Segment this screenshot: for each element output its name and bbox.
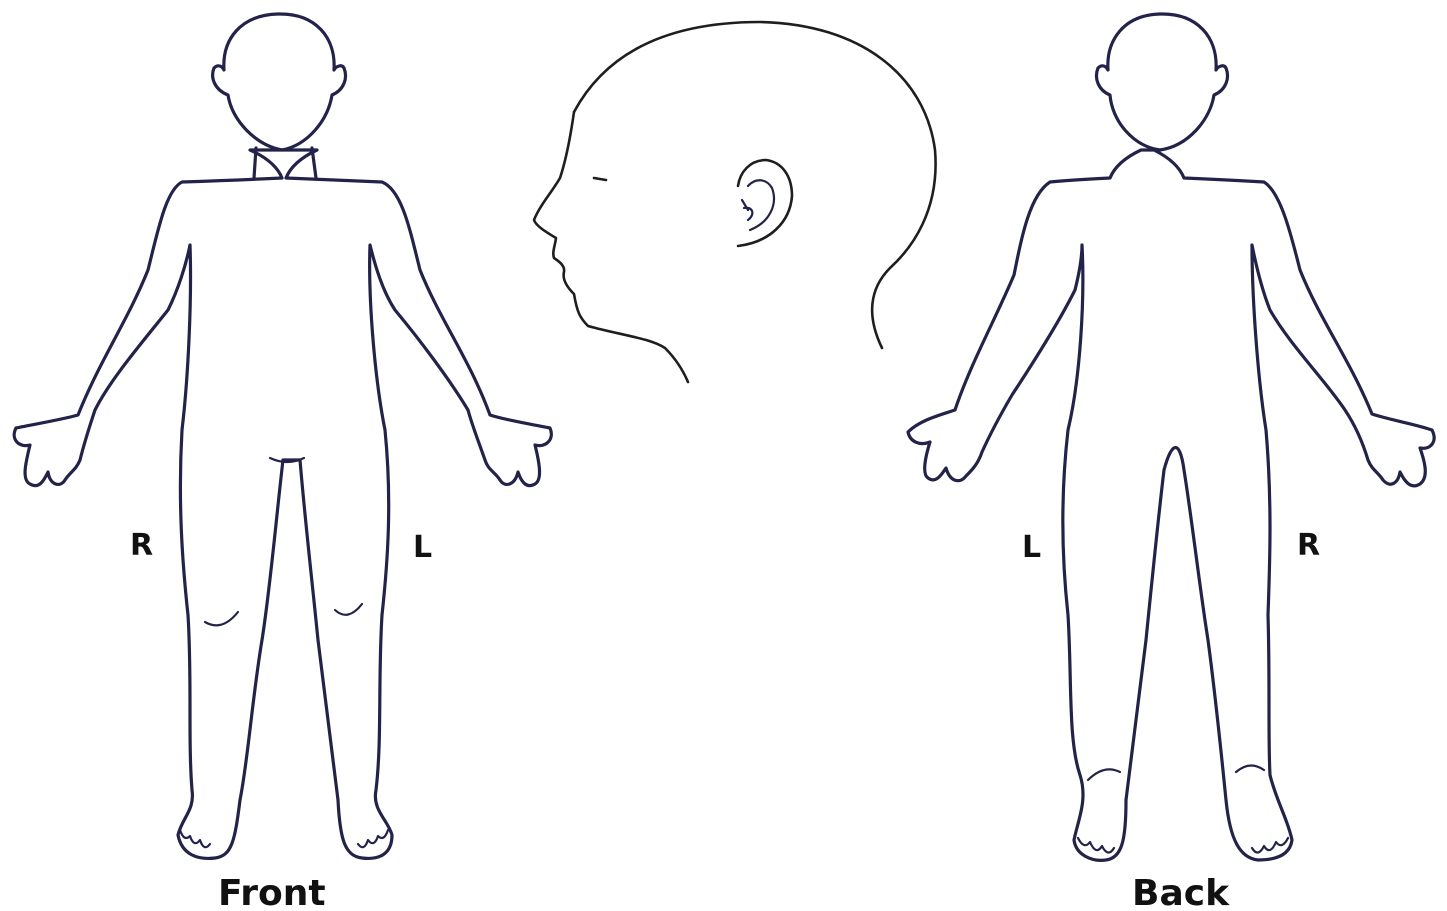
front-right-side-label: R xyxy=(130,528,153,563)
front-right-toes xyxy=(180,830,210,847)
head-profile-outline xyxy=(574,22,936,348)
front-view-caption: Front xyxy=(218,873,326,911)
back-body-outline xyxy=(908,150,1434,860)
head-profile-figure xyxy=(534,22,936,382)
front-head-outline xyxy=(213,14,346,150)
front-left-toes xyxy=(358,830,388,847)
front-left-knee-line xyxy=(335,604,362,615)
face-profile-outline xyxy=(534,112,688,382)
eye-line xyxy=(594,178,606,180)
back-left-toes xyxy=(1078,838,1114,853)
back-body-figure xyxy=(908,14,1434,860)
front-body-outline xyxy=(14,150,551,858)
back-right-toes xyxy=(1252,838,1288,853)
front-left-side-label: L xyxy=(413,530,432,565)
back-view-caption: Back xyxy=(1132,873,1230,911)
back-head-outline xyxy=(1097,14,1228,150)
back-left-side-label: L xyxy=(1022,530,1041,565)
ear-inner-detail xyxy=(742,180,774,230)
front-neck-outline xyxy=(254,148,316,178)
front-right-knee-line xyxy=(205,612,238,625)
back-left-heel-line xyxy=(1088,769,1120,780)
back-right-heel-line xyxy=(1236,765,1264,772)
front-body-figure xyxy=(14,14,551,858)
ear-outline xyxy=(738,160,792,246)
back-right-side-label: R xyxy=(1297,528,1320,563)
